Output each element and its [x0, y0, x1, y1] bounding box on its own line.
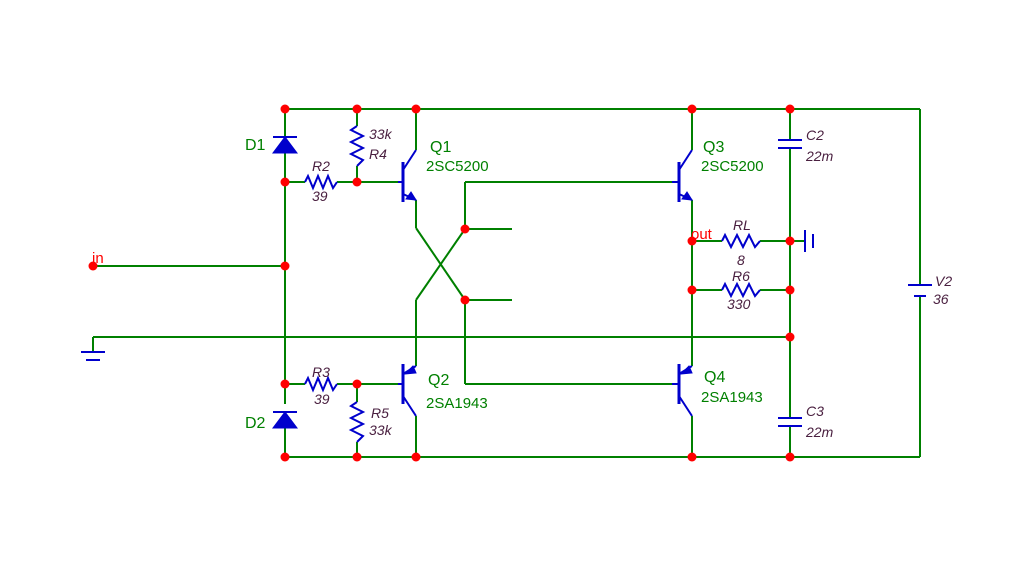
rl-ref: RL	[733, 217, 751, 233]
d1-label: D1	[245, 137, 266, 154]
v2-ref: V2	[935, 273, 952, 289]
q1-ref: Q1	[430, 139, 451, 156]
c3-value: 22m	[805, 424, 834, 440]
d2-label: D2	[245, 415, 266, 432]
q3-ref: Q3	[703, 139, 724, 156]
capacitor-c3	[778, 417, 802, 427]
transistor-q3	[672, 149, 693, 202]
r6-ref: R6	[732, 268, 750, 284]
net-label-in: in	[92, 250, 104, 267]
r3-value: 39	[314, 391, 330, 407]
transistor-q1	[398, 149, 417, 202]
r2-ref: R2	[312, 158, 330, 174]
q4-ref: Q4	[704, 369, 725, 386]
ground-right-symbol	[804, 230, 814, 252]
diode-d2	[272, 411, 298, 429]
r3-ref: R3	[312, 364, 330, 380]
resistor-r6	[721, 281, 761, 299]
resistor-rl	[721, 232, 761, 250]
cross-wire-b	[415, 228, 466, 301]
wires	[92, 108, 921, 458]
c2-ref: C2	[806, 127, 824, 143]
r2-value: 39	[312, 188, 328, 204]
resistor-r2	[304, 173, 338, 191]
r4-value: 33k	[369, 126, 393, 142]
transistor-q4	[672, 364, 693, 417]
resistor-r3	[304, 375, 338, 393]
rl-value: 8	[737, 252, 745, 268]
c3-ref: C3	[806, 403, 824, 419]
r5-ref: R5	[371, 405, 389, 421]
diode-d1	[272, 136, 298, 154]
q2-part: 2SA1943	[426, 395, 488, 412]
r6-value: 330	[727, 296, 751, 312]
transistor-q2	[398, 364, 417, 417]
r4-ref: R4	[369, 146, 387, 162]
resistor-r5	[348, 401, 366, 443]
ground-left-symbol	[81, 351, 105, 361]
r5-value: 33k	[369, 422, 393, 438]
battery-v2	[908, 284, 932, 297]
junction-nodes	[88, 104, 795, 462]
v2-value: 36	[933, 291, 949, 307]
q1-part: 2SC5200	[426, 158, 489, 175]
net-label-out: out	[691, 226, 713, 243]
capacitor-c2	[778, 139, 802, 149]
q2-ref: Q2	[428, 372, 449, 389]
q4-part: 2SA1943	[701, 389, 763, 406]
q3-part: 2SC5200	[701, 158, 764, 175]
resistor-r4	[348, 125, 366, 167]
c2-value: 22m	[805, 148, 834, 164]
